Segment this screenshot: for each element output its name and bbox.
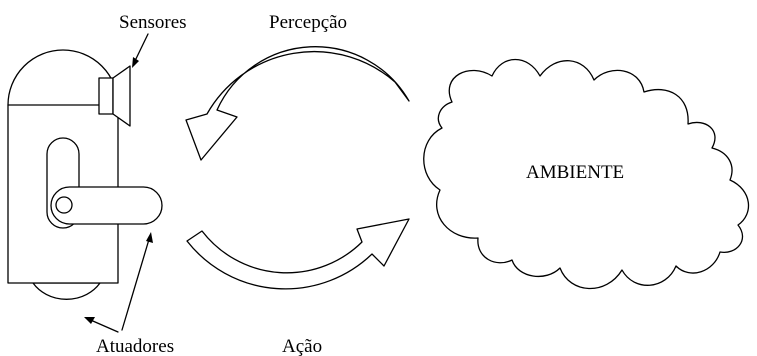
- action-arrow: [186, 218, 410, 290]
- sensors-label: Sensores: [119, 12, 187, 33]
- action-label: Ação: [282, 336, 322, 356]
- agent-robot: [7, 49, 163, 300]
- sensor-pointer-head: [132, 57, 139, 68]
- perception-arrow: [185, 46, 410, 161]
- robot-arm: [50, 186, 163, 225]
- robot-arm-pivot: [55, 196, 73, 214]
- perception-label: Percepção: [269, 12, 347, 33]
- actuator-pointer-wheel-head: [84, 317, 95, 324]
- environment-cloud: [423, 59, 750, 290]
- actuator-pointer-arm-head: [146, 232, 153, 243]
- actuator-pointer-arm: [121, 235, 151, 331]
- actuators-label: Atuadores: [96, 336, 174, 356]
- sensor-device: [98, 65, 131, 127]
- sensor-pointer: [132, 33, 149, 68]
- sensor-box: [98, 77, 114, 115]
- robot-wheel: [32, 282, 101, 300]
- actuator-pointers: [84, 232, 153, 333]
- environment-label: AMBIENTE: [526, 162, 624, 183]
- sensor-cone: [112, 65, 131, 127]
